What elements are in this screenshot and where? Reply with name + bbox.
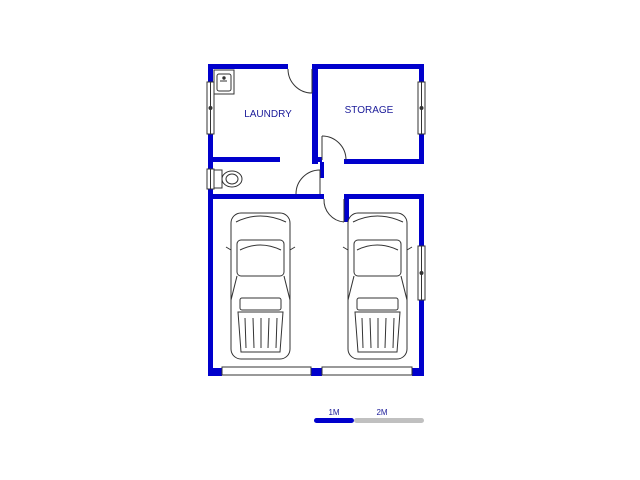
wall-wc-stub bbox=[320, 162, 324, 178]
door-garage bbox=[323, 198, 345, 223]
garage-doors bbox=[221, 366, 413, 376]
scale-label-2m: 2M bbox=[376, 408, 387, 417]
scale-bar-segment-dark bbox=[314, 418, 354, 423]
wall-laundry-top-left bbox=[208, 64, 288, 69]
wall-storage-bottom bbox=[344, 159, 424, 164]
wall-storage-stub bbox=[312, 157, 322, 162]
laundry-sink bbox=[213, 69, 235, 95]
wall-storage-top bbox=[318, 64, 424, 69]
wall-garage-top-right bbox=[344, 194, 424, 199]
wall-garage-top-left bbox=[208, 194, 324, 199]
wall-garage-bottom-left bbox=[208, 368, 222, 376]
toilet bbox=[213, 169, 243, 189]
room-label-laundry: LAUNDRY bbox=[244, 109, 292, 120]
door-laundry bbox=[287, 68, 313, 94]
room-label-storage: STORAGE bbox=[345, 105, 394, 116]
car-right bbox=[342, 212, 413, 360]
car-left bbox=[225, 212, 296, 360]
window-garage-right bbox=[417, 245, 426, 301]
scale-bar: 1M 2M bbox=[314, 408, 424, 423]
window-storage-right bbox=[417, 81, 426, 135]
scale-bar-segment-light bbox=[354, 418, 424, 423]
windows bbox=[206, 81, 426, 301]
wall-garage-bottom-right bbox=[412, 368, 424, 376]
wall-laundry-bottom bbox=[208, 157, 280, 162]
door-storage bbox=[321, 135, 347, 161]
doors bbox=[287, 68, 347, 223]
wall-garage-door-jamb bbox=[344, 194, 349, 222]
garage-door-right bbox=[321, 366, 413, 376]
window-laundry-left bbox=[206, 81, 215, 135]
wall-laundry-middle bbox=[312, 64, 318, 164]
garage-door-left bbox=[221, 366, 312, 376]
scale-label-1m: 1M bbox=[328, 408, 339, 417]
window-wc-left bbox=[206, 168, 215, 190]
door-wc bbox=[295, 169, 321, 195]
wall-garage-bottom-middle bbox=[311, 368, 322, 376]
wall-laundry-left bbox=[208, 64, 213, 376]
